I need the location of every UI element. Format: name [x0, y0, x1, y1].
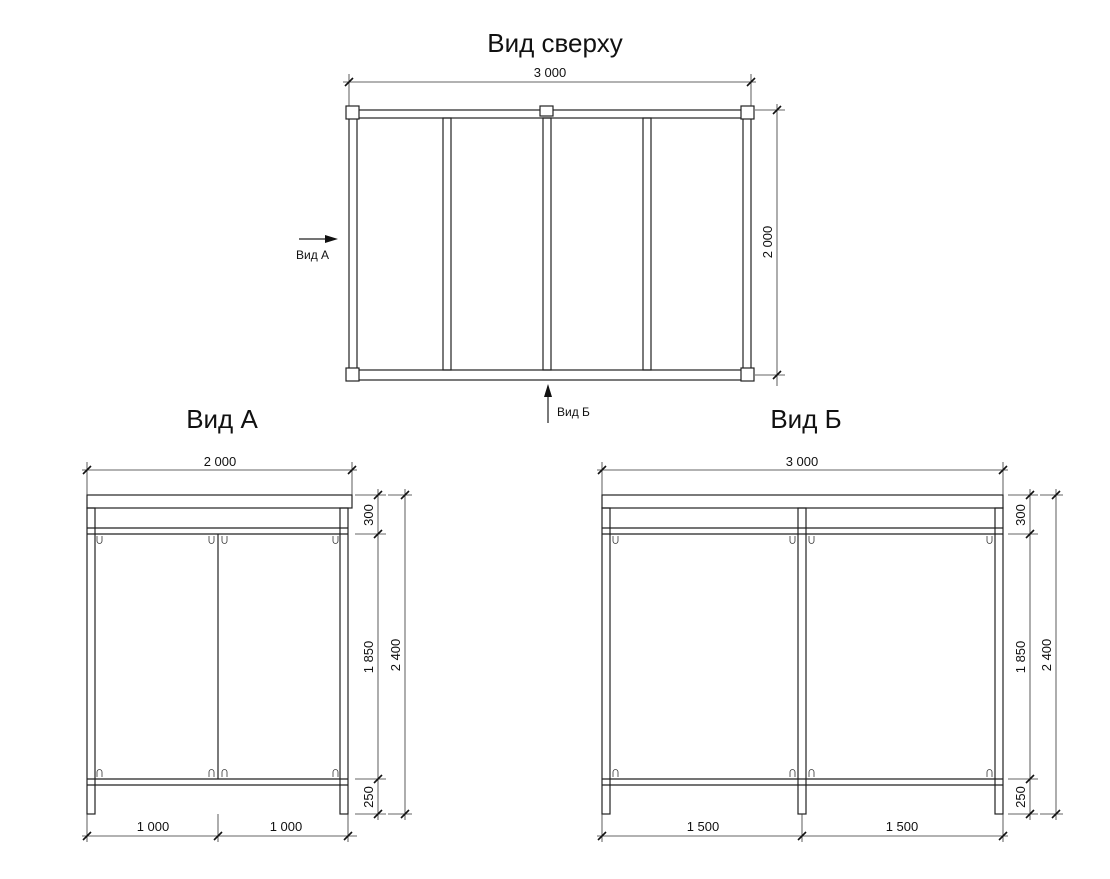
view-b-title: Вид Б	[770, 404, 841, 434]
top-view-title: Вид сверху	[487, 28, 622, 58]
view-b-bottom-dimension: 1 500 1 500	[597, 814, 1008, 842]
top-view-posts	[345, 105, 755, 382]
view-b-width-label: 3 000	[786, 454, 819, 469]
rafter	[442, 117, 452, 371]
view-a-title: Вид А	[186, 404, 258, 434]
arrow-up-icon	[544, 384, 552, 397]
top-view-inner-frame	[356, 117, 744, 371]
top-view-depth-dimension: 2 000	[755, 104, 785, 386]
view-a-top-band-label: 300	[361, 504, 376, 526]
view-a-total-height-dimension: 2 400	[388, 489, 412, 820]
view-b-total-height-label: 2 400	[1039, 639, 1054, 672]
arrow-right-icon	[325, 235, 338, 243]
view-b-width-dimension: 3 000	[597, 454, 1008, 495]
view-b-bottom-left-label: 1 500	[687, 819, 720, 834]
top-view-outer-frame	[348, 109, 752, 381]
view-a-bottom-dimension: 1 000 1 000	[82, 814, 357, 842]
view-b-marker-label: Вид Б	[557, 405, 590, 419]
rafter	[642, 117, 652, 371]
left-post	[601, 507, 611, 815]
view-a-middle-label: 1 850	[361, 641, 376, 674]
roof-slab	[86, 494, 353, 509]
corner-post	[345, 367, 360, 382]
top-view-rafters	[442, 117, 652, 371]
view-b: 3 000 1 500 1 500 300 1 850	[597, 454, 1063, 842]
view-a-bottom-right-label: 1 000	[270, 819, 303, 834]
view-b-height-chain-dimension: 300 1 850 250	[1008, 489, 1038, 820]
middle-post	[797, 507, 807, 815]
right-post	[339, 507, 349, 815]
view-a-height-chain-dimension: 300 1 850 250	[355, 489, 386, 820]
view-b-total-height-dimension: 2 400	[1039, 489, 1063, 820]
left-post	[86, 507, 96, 815]
view-b-bottom-right-label: 1 500	[886, 819, 919, 834]
corner-post	[345, 105, 360, 120]
corner-post	[740, 105, 755, 120]
view-b-bottom-band-label: 250	[1013, 786, 1028, 808]
view-b-top-band-label: 300	[1013, 504, 1028, 526]
view-a-width-dimension: 2 000	[82, 454, 357, 495]
view-a-width-label: 2 000	[204, 454, 237, 469]
rafter	[542, 117, 552, 371]
view-a-bottom-left-label: 1 000	[137, 819, 170, 834]
panel-brackets	[96, 536, 339, 777]
top-view-width-label: 3 000	[534, 65, 567, 80]
view-b-middle-label: 1 850	[1013, 641, 1028, 674]
view-a-bottom-band-label: 250	[361, 786, 376, 808]
view-a-marker: Вид А	[296, 235, 338, 262]
top-view: 3 000 2 000 Вид А Вид Б	[296, 65, 785, 423]
right-post	[994, 507, 1004, 815]
view-a-marker-label: Вид А	[296, 248, 329, 262]
view-b-marker: Вид Б	[544, 384, 590, 423]
roof-slab	[601, 494, 1004, 509]
middle-post	[539, 105, 554, 117]
top-view-depth-label: 2 000	[760, 226, 775, 259]
corner-post	[740, 367, 755, 382]
panel-brackets	[612, 536, 993, 777]
view-a: 2 000 1 000 1 000 300 1 850	[82, 454, 412, 842]
top-view-width-dimension: 3 000	[343, 65, 756, 106]
view-a-total-height-label: 2 400	[388, 639, 403, 672]
